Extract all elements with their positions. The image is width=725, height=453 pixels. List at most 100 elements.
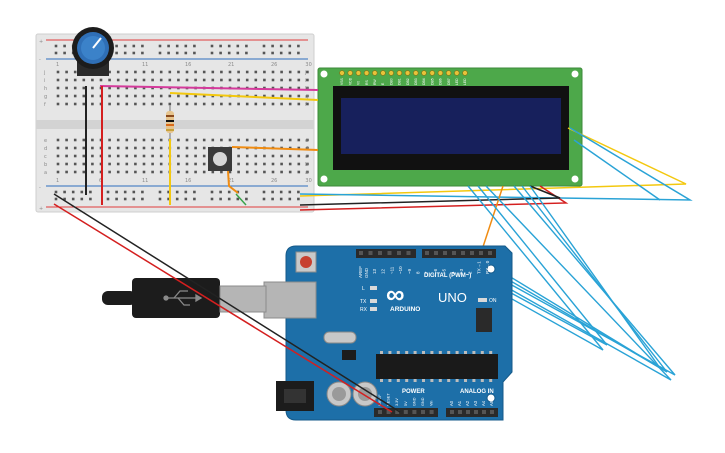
lcd-pin-label: DB2: [406, 78, 410, 85]
breadboard-hole: [263, 162, 266, 166]
lcd-pin-label: DB3: [414, 78, 418, 85]
row-label: g: [44, 94, 47, 100]
chip-leg: [455, 379, 459, 382]
rail-hole: [193, 44, 196, 48]
header-hole: [443, 251, 447, 255]
lcd-pin-label: DB5: [430, 78, 434, 85]
chip-leg: [438, 351, 442, 354]
rail-hole: [63, 51, 66, 55]
breadboard-hole: [263, 94, 266, 98]
rail-hole: [271, 51, 274, 55]
breadboard-hole: [82, 146, 86, 150]
chip-leg: [480, 379, 484, 382]
breadboard-hole: [125, 154, 129, 158]
breadboard-hole: [288, 70, 292, 74]
chip-leg: [413, 379, 417, 382]
breadboard-hole: [159, 170, 163, 174]
breadboard-hole: [177, 138, 180, 142]
lcd-pin-label: RW: [373, 79, 377, 85]
breadboard-hole: [194, 138, 197, 142]
rail-hole: [175, 190, 179, 194]
chip-leg: [396, 379, 400, 382]
chip-leg: [388, 379, 392, 382]
header-hole: [479, 251, 483, 255]
usb-cable: [102, 278, 267, 318]
rail-hole: [210, 44, 214, 48]
column-number: 30: [305, 62, 311, 68]
breadboard-hole: [245, 170, 249, 174]
breadboard-hole: [194, 70, 197, 74]
lcd-pin-label: DB4: [422, 78, 426, 85]
chip-leg: [380, 379, 383, 382]
breadboard-hole: [177, 94, 180, 98]
breadboard-hole: [297, 154, 301, 158]
wire-black-lcd-rail: [299, 185, 561, 206]
breadboard-hole: [306, 78, 309, 82]
breadboard-hole: [211, 102, 215, 106]
rail-hole: [227, 190, 231, 194]
reset-button-cap[interactable]: [300, 256, 312, 268]
breadboard-hole: [237, 78, 240, 82]
breadboard-hole: [271, 138, 275, 142]
breadboard-hole: [82, 102, 86, 106]
breadboard-hole: [151, 102, 154, 106]
lcd-pin-label: VDD: [348, 77, 352, 85]
row-label: i: [305, 78, 306, 84]
lcd-pin: [396, 70, 403, 76]
breadboard-hole: [73, 94, 77, 98]
lcd-pin: [437, 70, 444, 76]
breadboard-hole: [56, 162, 60, 166]
breadboard-hole: [56, 94, 60, 98]
digital-pin-label: 8: [416, 271, 421, 274]
lcd-pin-label: LED: [455, 78, 459, 85]
gnd-label: GND: [364, 267, 369, 278]
led-rx: [370, 307, 377, 311]
breadboard-hole: [108, 70, 111, 74]
breadboard-hole: [65, 162, 68, 166]
breadboard-hole: [263, 70, 266, 74]
breadboard-hole: [254, 154, 258, 158]
breadboard-hole: [245, 78, 249, 82]
power-pin-label: Vin: [430, 401, 434, 406]
rail-hole: [80, 190, 84, 194]
rail-hole: [175, 197, 179, 201]
breadboard-hole: [202, 70, 206, 74]
header-hole: [452, 251, 456, 255]
breadboard-hole: [280, 102, 283, 106]
breadboard-hole: [228, 170, 232, 174]
analog-pin-label: A0: [449, 400, 454, 406]
rail-hole: [184, 190, 188, 194]
header-hole: [359, 251, 363, 255]
rail-hole: [167, 190, 170, 194]
breadboard-hole: [134, 146, 137, 150]
breadboard-hole: [116, 94, 120, 98]
breadboard-hole: [271, 86, 275, 90]
chip-leg: [472, 379, 476, 382]
breadboard-hole: [134, 78, 137, 82]
breadboard-hole: [151, 162, 154, 166]
lcd-pin-label: LED: [463, 78, 467, 85]
digital-pin-label: 12: [381, 268, 386, 274]
breadboard-hole: [288, 78, 292, 82]
breadboard-hole: [108, 162, 111, 166]
breadboard-hole: [263, 102, 266, 106]
rail-hole: [167, 197, 170, 201]
rail-hole: [141, 190, 144, 194]
rail-hole: [141, 51, 144, 55]
rail-hole: [115, 197, 118, 201]
rail-hole: [236, 197, 240, 201]
lcd-pin: [363, 70, 370, 76]
breadboard-hole: [177, 78, 180, 82]
lcd-pin: [454, 70, 460, 76]
breadboard-hole: [91, 94, 94, 98]
rail-hole: [219, 51, 222, 55]
breadboard-hole: [73, 170, 77, 174]
breadboard-hole: [142, 78, 146, 82]
atmega-chip: [376, 354, 498, 379]
breadboard-hole: [108, 146, 111, 150]
aref-label: AREF: [358, 266, 363, 278]
rail-hole: [219, 190, 222, 194]
breadboard-hole: [254, 138, 258, 142]
rail-hole: [279, 44, 283, 48]
